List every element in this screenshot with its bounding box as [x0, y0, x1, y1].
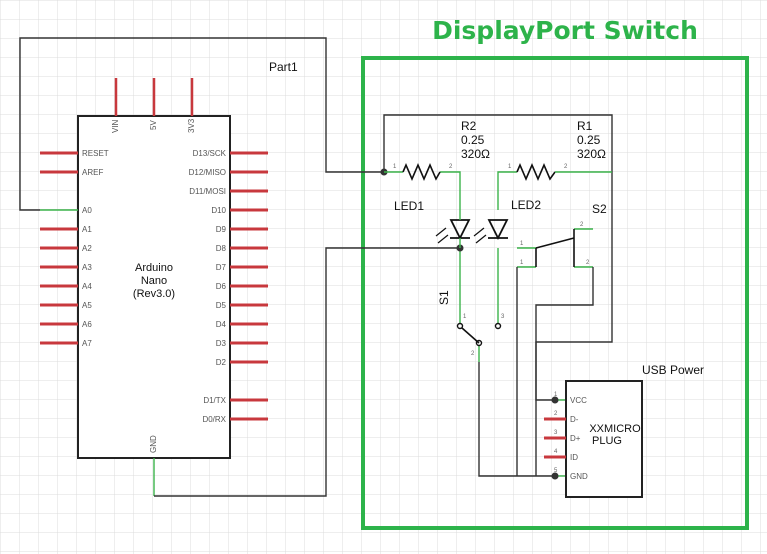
pin-label-a6: A6: [82, 320, 92, 329]
resistor-r2: 1 2 R2 0.25 320Ω: [384, 119, 490, 182]
r2-value: 0.25: [461, 133, 485, 147]
switch-s2: 1 1 2 2 S2: [520, 202, 607, 267]
r1-pin-2: 2: [564, 164, 568, 170]
usb-pin-id: ID: [570, 453, 578, 462]
usb-pin-num-1: 1: [554, 392, 558, 398]
diagram-title: DisplayPort Switch: [432, 16, 698, 45]
pin-label-d2: D2: [216, 358, 227, 367]
r2-pin-1: 1: [393, 164, 397, 170]
s2-pin-2b: 2: [586, 260, 590, 266]
r1-ohms: 320Ω: [577, 147, 606, 161]
pin-label-d4: D4: [216, 320, 227, 329]
switch-s1: 1 3 2 S1: [437, 290, 505, 357]
usb-title: USB Power: [642, 363, 704, 377]
r2-name: R2: [461, 119, 477, 133]
displayport-switch-frame: [361, 56, 749, 530]
s2-pin-1b: 1: [520, 260, 524, 266]
usb-pin-num-5: 5: [554, 468, 558, 474]
pin-label-aref: AREF: [82, 168, 103, 177]
pin-label-3v3: 3V3: [187, 118, 196, 133]
pin-label-d8: D8: [216, 244, 227, 253]
wires: [19, 37, 613, 497]
pin-label-d10: D10: [211, 206, 226, 215]
usb-pin-vcc: VCC: [570, 396, 587, 405]
pin-label-d7: D7: [216, 263, 227, 272]
junction-gnd: [551, 472, 559, 480]
pin-label-gnd: GND: [149, 435, 158, 453]
pin-label-reset: RESET: [82, 149, 109, 158]
s2-label: S2: [592, 202, 607, 216]
s1-pin-2: 2: [471, 351, 475, 357]
arduino-name-line-3: (Rev3.0): [133, 288, 175, 300]
usb-pin-num-2: 2: [554, 411, 558, 417]
pin-label-d6: D6: [216, 282, 227, 291]
arduino-nano: VIN 5V 3V3 RESET AREF A0 A1 A2 A3 A4 A5 …: [40, 78, 268, 496]
pin-label-d12: D12/MISO: [189, 168, 226, 177]
pin-label-5v: 5V: [149, 120, 158, 130]
s2-pin-1a: 1: [520, 241, 524, 247]
pin-label-a0: A0: [82, 206, 92, 215]
resistor-r1: 1 2 R1 0.25 320Ω: [508, 119, 606, 182]
led2-label: LED2: [511, 198, 541, 212]
usb-pin-dplus: D+: [570, 434, 581, 443]
pin-label-a2: A2: [82, 244, 92, 253]
usb-pin-num-3: 3: [554, 430, 558, 436]
pin-label-d3: D3: [216, 339, 227, 348]
pin-label-a3: A3: [82, 263, 92, 272]
r1-pin-1: 1: [508, 164, 512, 170]
usb-pin-gnd: GND: [570, 472, 588, 481]
pin-label-a5: A5: [82, 301, 92, 310]
led1: LED1: [394, 199, 471, 248]
pin-label-d1: D1/TX: [203, 396, 226, 405]
junction-vcc: [551, 396, 559, 404]
s1-pin-1: 1: [463, 314, 467, 320]
r2-ohms: 320Ω: [461, 147, 490, 161]
s1-pin-3: 3: [501, 314, 505, 320]
usb-pin-dminus: D-: [570, 415, 579, 424]
s2-pin-2a: 2: [580, 222, 584, 228]
arduino-name-line-2: Nano: [141, 275, 167, 287]
usb-body: [565, 380, 643, 498]
pin-label-d11: D11/MOSI: [189, 187, 226, 196]
usb-power-plug: USB Power VCC D- D+ ID GND 1 2 3 4 5 XXM…: [544, 363, 704, 498]
usb-name-line-1: XXMICRO: [589, 423, 641, 435]
arduino-body: [77, 115, 231, 459]
arduino-name-line-1: Arduino: [135, 262, 173, 274]
pin-label-a4: A4: [82, 282, 92, 291]
pin-label-a1: A1: [82, 225, 92, 234]
r1-value: 0.25: [577, 133, 601, 147]
pin-label-a7: A7: [82, 339, 92, 348]
r1-name: R1: [577, 119, 593, 133]
pin-label-d9: D9: [216, 225, 227, 234]
usb-pin-num-4: 4: [554, 449, 558, 455]
s1-label: S1: [437, 290, 451, 305]
pin-label-d13: D13/SCK: [193, 149, 227, 158]
pin-label-d0: D0/RX: [202, 415, 226, 424]
r2-pin-2: 2: [449, 164, 453, 170]
part-label: Part1: [269, 60, 298, 74]
pin-label-vin: VIN: [111, 119, 120, 133]
led2: LED2: [473, 198, 541, 244]
led1-label: LED1: [394, 199, 424, 213]
pin-label-d5: D5: [216, 301, 227, 310]
usb-name-line-2: PLUG: [592, 435, 622, 447]
